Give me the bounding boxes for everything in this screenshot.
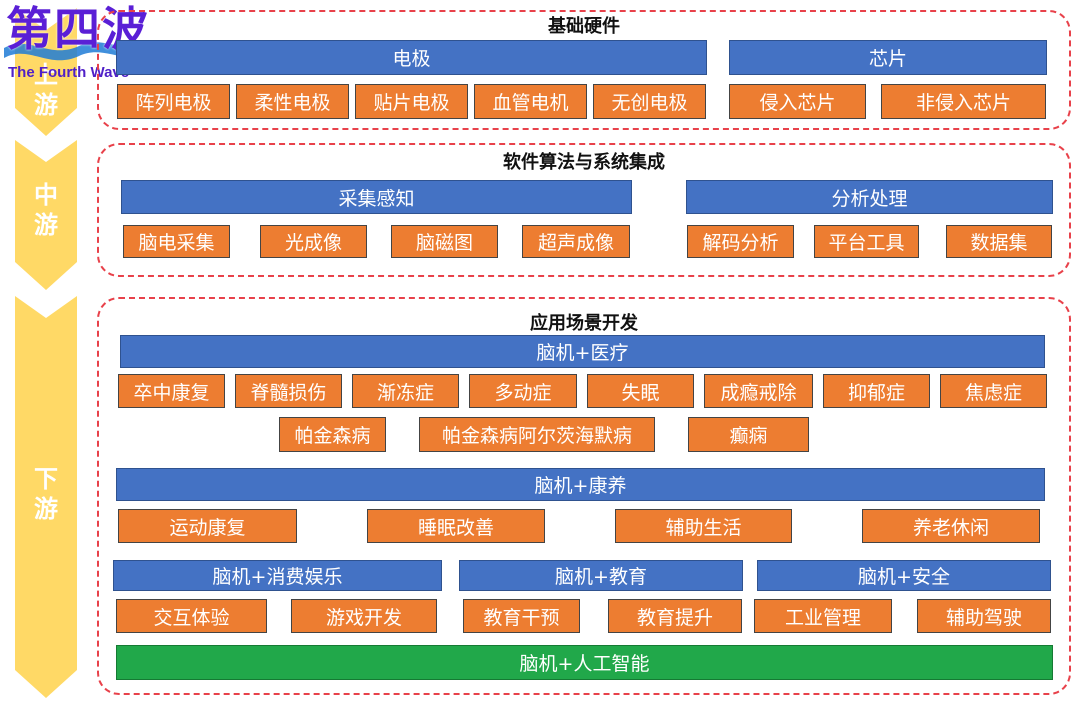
item-chip: 游戏开发 — [291, 599, 437, 633]
category-bar: 脑机+消费娱乐 — [113, 560, 442, 591]
item-chip: 辅助生活 — [615, 509, 792, 543]
item-chip: 睡眠改善 — [367, 509, 545, 543]
item-chip: 脑电采集 — [123, 225, 230, 258]
item-chip: 运动康复 — [118, 509, 297, 543]
item-chip: 教育提升 — [608, 599, 742, 633]
item-chip: 渐冻症 — [352, 374, 459, 408]
item-chip: 柔性电极 — [236, 84, 349, 119]
stage-label: 中游 — [34, 181, 58, 239]
category-bar: 脑机+康养 — [116, 468, 1045, 501]
item-chip: 血管电机 — [474, 84, 587, 119]
chevron-down-icon — [15, 296, 77, 698]
item-chip: 无创电极 — [593, 84, 706, 119]
item-chip: 平台工具 — [814, 225, 919, 258]
item-chip: 光成像 — [260, 225, 367, 258]
chevron-down-icon — [15, 8, 77, 136]
item-chip: 辅助驾驶 — [917, 599, 1051, 633]
item-chip: 教育干预 — [463, 599, 580, 633]
item-chip: 贴片电极 — [355, 84, 468, 119]
section-title: 应用场景开发 — [530, 313, 638, 334]
stage-label: 下游 — [34, 465, 58, 523]
item-chip: 工业管理 — [754, 599, 892, 633]
item-chip: 超声成像 — [522, 225, 630, 258]
section-title: 基础硬件 — [548, 16, 620, 37]
item-chip: 非侵入芯片 — [881, 84, 1046, 119]
stage-label: 上游 — [34, 61, 58, 119]
category-bar: 脑机+教育 — [459, 560, 743, 591]
item-chip: 数据集 — [946, 225, 1052, 258]
item-chip: 帕金森病 — [279, 417, 386, 452]
item-chip: 解码分析 — [687, 225, 794, 258]
category-bar: 脑机+安全 — [757, 560, 1051, 591]
item-chip: 阵列电极 — [117, 84, 230, 119]
downstream-section — [97, 297, 1071, 695]
item-chip: 脑磁图 — [391, 225, 498, 258]
chevron-down-icon — [15, 140, 77, 290]
midstream-section — [97, 143, 1071, 277]
item-chip: 脊髓损伤 — [235, 374, 342, 408]
item-chip: 卒中康复 — [118, 374, 225, 408]
section-title: 软件算法与系统集成 — [503, 152, 665, 173]
item-chip: 焦虑症 — [940, 374, 1047, 408]
item-chip: 多动症 — [469, 374, 577, 408]
item-chip: 帕金森病阿尔茨海默病 — [419, 417, 655, 452]
item-chip: 抑郁症 — [823, 374, 930, 408]
item-chip: 侵入芯片 — [729, 84, 866, 119]
category-bar: 分析处理 — [686, 180, 1053, 214]
item-chip: 癫痫 — [688, 417, 809, 452]
category-bar: 采集感知 — [121, 180, 632, 214]
category-bar: 电极 — [116, 40, 707, 75]
item-chip: 失眠 — [587, 374, 694, 408]
item-chip: 养老休闲 — [862, 509, 1040, 543]
item-chip: 成瘾戒除 — [704, 374, 813, 408]
item-chip: 交互体验 — [116, 599, 267, 633]
upstream-section — [97, 10, 1071, 130]
stage-upstream: 上游 — [15, 8, 77, 136]
category-bar: 脑机+医疗 — [120, 335, 1045, 368]
stage-midstream: 中游 — [15, 140, 77, 290]
category-bar: 芯片 — [729, 40, 1047, 75]
stage-downstream: 下游 — [15, 296, 77, 698]
ai-bar: 脑机+人工智能 — [116, 645, 1053, 680]
